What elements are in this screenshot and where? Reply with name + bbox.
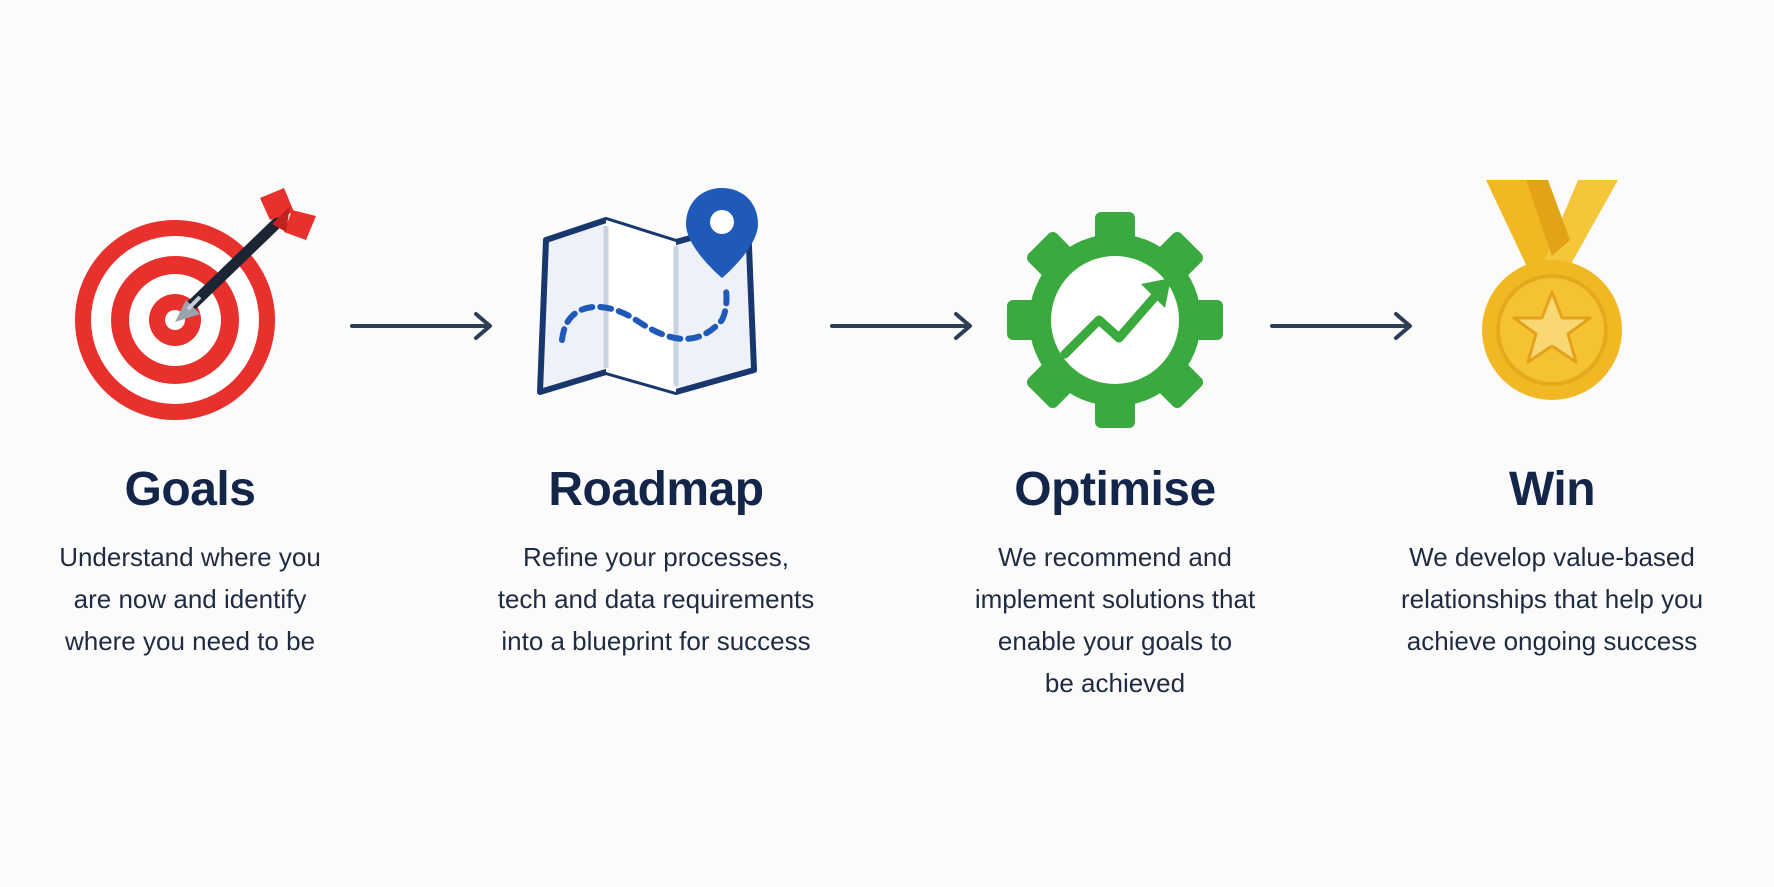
step-title: Win xyxy=(1508,463,1596,516)
arrow-right-icon xyxy=(830,312,972,340)
description-line: Understand where you xyxy=(59,542,321,572)
description-line: enable your goals to xyxy=(997,626,1233,656)
step-win: Win We develop value-based relationships… xyxy=(1352,180,1752,656)
arrow-right-icon xyxy=(350,312,492,340)
description-line: We develop value-based xyxy=(1409,542,1695,572)
description-line: We recommend and xyxy=(998,542,1232,572)
arrow-right-icon xyxy=(1270,312,1412,340)
step-description: We develop value-based relationships tha… xyxy=(1352,536,1752,662)
step-goals: Goals Understand where you are now and i… xyxy=(0,180,390,656)
step-optimise: Optimise We recommend and implement solu… xyxy=(915,180,1315,698)
description-line: implement solutions that xyxy=(974,584,1256,614)
step-title: Roadmap xyxy=(548,463,764,516)
step-title: Goals xyxy=(124,463,256,516)
step-description: We recommend and implement solutions tha… xyxy=(915,536,1315,704)
description-line: are now and identify xyxy=(73,584,307,614)
step-title: Optimise xyxy=(1014,463,1216,516)
description-line: be achieved xyxy=(1044,668,1186,698)
description-line: achieve ongoing success xyxy=(1406,626,1698,656)
description-line: into a blueprint for success xyxy=(501,626,811,656)
step-description: Refine your processes, tech and data req… xyxy=(456,536,856,662)
medal-star-icon xyxy=(1482,180,1622,400)
target-dart-icon xyxy=(75,188,316,420)
step-roadmap: Roadmap Refine your processes, tech and … xyxy=(456,180,856,656)
description-line: where you need to be xyxy=(64,626,316,656)
step-description: Understand where you are now and identif… xyxy=(0,536,390,662)
description-line: Refine your processes, xyxy=(523,542,789,572)
map-pin-icon xyxy=(537,188,758,395)
gear-growth-icon xyxy=(1007,212,1223,428)
description-line: tech and data requirements xyxy=(497,584,815,614)
description-line: relationships that help you xyxy=(1400,584,1704,614)
